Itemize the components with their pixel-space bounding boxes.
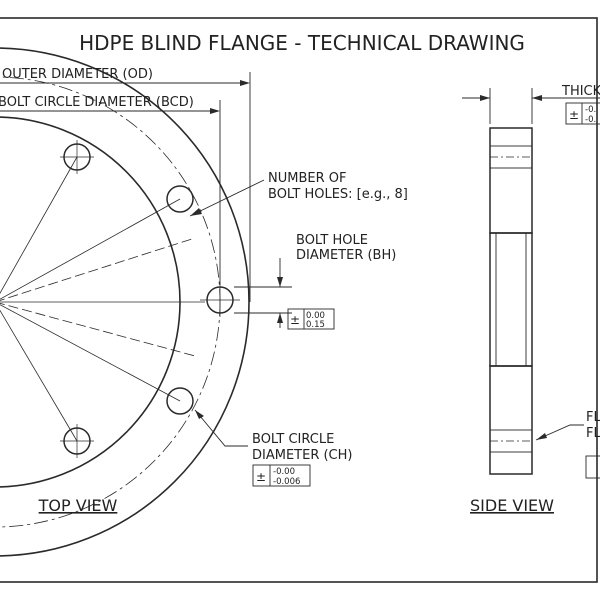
side-section-top — [489, 127, 533, 234]
bolt-hole — [166, 387, 194, 415]
thickness-dimension — [462, 88, 600, 124]
od-label: OUTER DIAMETER (OD) — [2, 67, 153, 82]
fl-label-1: FL — [586, 410, 600, 425]
drawing-border — [0, 17, 598, 583]
side-view: THICK ± -0. -0. FL FL SIDE VIEW — [462, 84, 600, 515]
bcd-dimension — [0, 100, 221, 285]
svg-text:±: ± — [569, 108, 579, 122]
svg-text:-0.00: -0.00 — [273, 467, 295, 477]
bh-dimension — [234, 258, 292, 328]
bh-label-1: BOLT HOLE — [296, 233, 368, 248]
bolt-holes-label-2: BOLT HOLES: [e.g., 8] — [268, 187, 408, 202]
bcd-label: BOLT CIRCLE DIAMETER (BCD) — [0, 95, 194, 110]
svg-text:±: ± — [290, 313, 300, 327]
svg-text:-0.: -0. — [585, 105, 596, 115]
bh-label-2: DIAMETER (BH) — [296, 248, 396, 263]
ch-tolerance-box: ± -0.00 -0.006 — [252, 464, 311, 487]
svg-text:-0.: -0. — [585, 115, 596, 125]
diameter-lines — [0, 156, 205, 442]
bolt-hole — [166, 185, 194, 213]
side-section-middle — [489, 232, 533, 367]
ch-label-1: BOLT CIRCLE — [252, 432, 334, 447]
fl-tolerance-box — [585, 455, 600, 479]
fl-label-2: FL — [586, 426, 600, 441]
svg-text:0.15: 0.15 — [306, 320, 325, 330]
top-view: OUTER DIAMETER (OD) BOLT CIRCLE DIAMETER… — [0, 47, 408, 557]
drawing-title: HDPE BLIND FLANGE - TECHNICAL DRAWING — [79, 31, 525, 55]
svg-text:0.00: 0.00 — [306, 311, 325, 321]
bolt-holes-label-1: NUMBER OF — [268, 171, 346, 186]
thickness-label: THICK — [561, 84, 600, 99]
svg-text:±: ± — [256, 470, 266, 484]
side-view-label: SIDE VIEW — [470, 496, 554, 515]
ch-label-2: DIAMETER (CH) — [252, 448, 352, 463]
outer-diameter-circle — [0, 47, 250, 557]
thickness-tolerance-box: ± -0. -0. — [565, 102, 600, 125]
bolt-holes-leader — [189, 179, 265, 217]
side-section-bottom — [489, 365, 533, 475]
svg-text:-0.006: -0.006 — [273, 477, 300, 487]
fl-leader — [535, 424, 584, 441]
ch-leader — [194, 409, 248, 447]
bh-tolerance-box: ± 0.00 0.15 — [287, 308, 335, 330]
top-view-label: TOP VIEW — [38, 496, 118, 515]
